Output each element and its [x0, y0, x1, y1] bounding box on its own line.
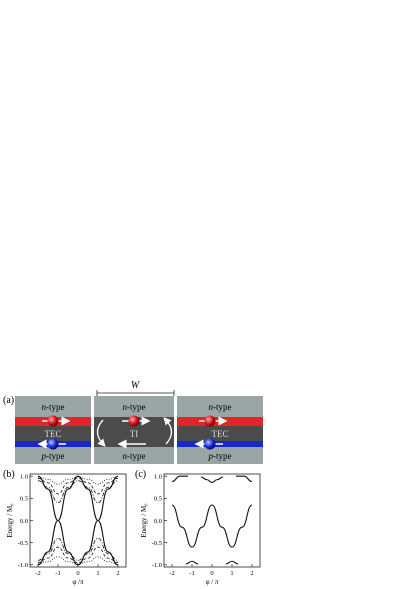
series-line-1	[37, 475, 119, 566]
right-center-label: TEC	[212, 429, 229, 439]
series-line-6	[37, 480, 119, 504]
x-tick-label: 0	[76, 570, 79, 577]
y-tick-label: 0.5	[154, 496, 162, 503]
x-tick-label: -1	[189, 570, 194, 577]
series-line-1	[171, 475, 188, 483]
left-top-label: n-type	[42, 402, 65, 412]
electron-right-top	[199, 415, 228, 427]
right-bottom-label: p-type	[208, 451, 232, 461]
panel-label-b: (b)	[3, 469, 15, 480]
x-tick-label: 1	[96, 570, 99, 577]
y-axis-label: Energy / M₀	[140, 503, 148, 538]
electron-middle	[96, 415, 173, 449]
series-line-4	[37, 476, 119, 485]
electron-right-bottom	[194, 438, 223, 450]
series-line-4	[185, 560, 199, 565]
x-tick-label: 0	[210, 570, 213, 577]
series-line-3	[236, 475, 253, 483]
x-axis-label: φ /π	[72, 578, 84, 586]
series-line-2	[37, 478, 119, 495]
y-tick-label: 0.0	[154, 518, 162, 525]
y-tick-label: 1.0	[20, 474, 28, 481]
left-bottom-label: p-type	[41, 451, 65, 461]
series-line-5	[37, 556, 119, 565]
series-line-2	[200, 476, 224, 483]
plot-b: -2 -1 0 1 2 1.0 0.5 0.0 -0.5 -1.0 φ /π Energy / M₀	[6, 473, 127, 586]
series-line-7	[37, 537, 119, 561]
y-tick-label: -1.0	[18, 562, 28, 569]
panel-label-c: (c)	[135, 469, 146, 480]
y-tick-label: -0.5	[18, 540, 28, 547]
series-line-3	[37, 546, 119, 563]
x-tick-label: 2	[116, 570, 119, 577]
x-tick-label: -2	[35, 570, 40, 577]
right-top-label: n-type	[209, 402, 232, 412]
y-tick-label: -1.0	[152, 562, 162, 569]
electron-left-bottom	[37, 438, 66, 450]
x-axis-label: φ / π	[205, 578, 218, 586]
series-line-0	[171, 504, 253, 548]
y-tick-label: -0.5	[152, 540, 162, 547]
middle-center-label: TI	[130, 429, 139, 439]
plot-frame	[29, 473, 127, 568]
x-tick-label: -1	[55, 570, 60, 577]
electron-left-top	[42, 415, 71, 427]
series-line-5	[225, 560, 239, 565]
panel-label-a: (a)	[3, 395, 14, 406]
y-tick-label: 0.5	[20, 496, 28, 503]
x-tick-label: 1	[230, 570, 233, 577]
x-tick-label: -2	[169, 570, 174, 577]
y-axis-label: Energy / M₀	[6, 503, 14, 538]
left-center-label: TEC	[45, 429, 62, 439]
plot-c: -2 -1 0 1 2 1.0 0.5 0.0 -0.5 -1.0 φ / π Energy / M₀	[140, 474, 261, 586]
y-tick-label: 0.0	[20, 518, 28, 525]
y-tick-label: 1.0	[154, 474, 162, 481]
width-label: W	[131, 380, 141, 391]
middle-top-label: n-type	[123, 402, 146, 412]
middle-bottom-label: n-type	[123, 451, 146, 461]
series-line-0	[37, 475, 119, 566]
width-dimension	[96, 390, 175, 396]
x-tick-label: 2	[250, 570, 253, 577]
